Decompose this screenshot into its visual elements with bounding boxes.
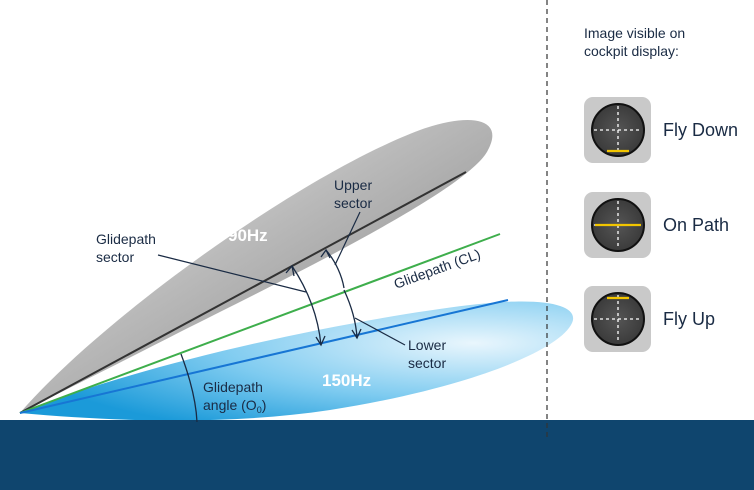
upper-lobe-label: 90Hz [228, 226, 268, 245]
upper-sector-arc [325, 249, 345, 289]
lower-sector-boundary-line [19, 299, 509, 414]
lower-150hz-lobe [20, 301, 574, 421]
indicator-label: Fly Up [663, 309, 715, 329]
glidepath-sector-arrow-bottom [315, 335, 326, 347]
on-path-indicator-icon: On Path [584, 192, 729, 258]
upper-sector-leader [334, 211, 361, 266]
fly-up-indicator-icon: Fly Up [584, 286, 715, 352]
lower-lobe-label: 150Hz [322, 371, 371, 390]
glidepath-sector-leader [157, 254, 307, 293]
upper-sector-arrow [320, 248, 331, 259]
lower-sector-label-line1: Lower [408, 337, 446, 353]
glidepath-sector-label-line1: Glidepath [96, 231, 156, 247]
glidepath-angle-arc [180, 353, 198, 423]
ground [0, 420, 754, 490]
lower-sector-arc [343, 289, 358, 339]
lower-sector-label-line2: sector [408, 355, 446, 371]
glidepath-sector-arc [291, 265, 322, 346]
indicator-label: Fly Down [663, 120, 738, 140]
glidepath-sector-label-line2: sector [96, 249, 134, 265]
lower-sector-arrow [351, 328, 362, 340]
glidepath-sector-arrow-top [285, 264, 295, 277]
lower-sector-leader [354, 317, 406, 346]
upper-sector-boundary-line [19, 171, 467, 414]
glidepath-angle-label-line2: angle (O0) [203, 397, 266, 415]
indicator-label: On Path [663, 215, 729, 235]
upper-sector-label-line1: Upper [334, 177, 372, 193]
fly-down-indicator-icon: Fly Down [584, 97, 738, 163]
upper-90hz-lobe [20, 119, 493, 413]
glidepath-angle-label-line1: Glidepath [203, 379, 263, 395]
glidepath-centerline [19, 233, 501, 414]
upper-sector-label-line2: sector [334, 195, 372, 211]
cockpit-heading-line2: cockpit display: [584, 43, 679, 59]
cockpit-heading-line1: Image visible on [584, 25, 685, 41]
